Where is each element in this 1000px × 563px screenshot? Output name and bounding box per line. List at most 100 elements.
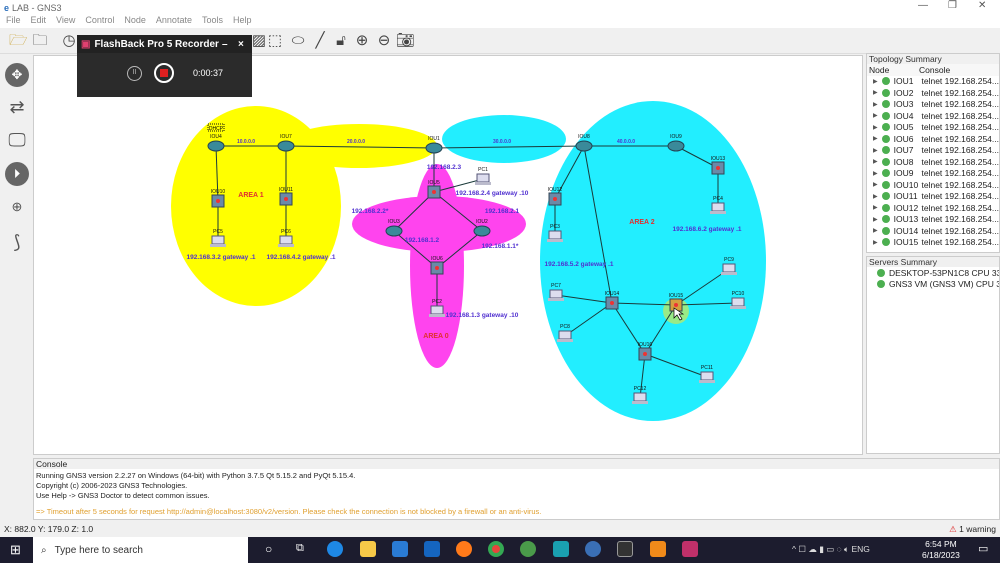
server-row[interactable]: GNS3 VM (GNS3 VM) CPU 3... [867, 279, 999, 291]
recorder-close[interactable]: × [238, 38, 244, 50]
link-IOU7-IOU1 [285, 145, 435, 149]
expand-arrow-icon[interactable]: ▶ [873, 159, 878, 166]
node-label: IOU12 [548, 187, 563, 193]
new-project-icon[interactable]: 🗁 [9, 32, 28, 49]
draw-ellipse-icon[interactable]: ⬭ [291, 32, 305, 49]
notifications-icon[interactable]: ▭ [978, 543, 989, 555]
expand-arrow-icon[interactable]: ▶ [873, 136, 878, 143]
link-IOU9-IOU13 [675, 145, 719, 169]
all-devices-icon[interactable]: ⊕ [11, 199, 23, 214]
app-icon[interactable] [553, 541, 569, 557]
expand-arrow-icon[interactable]: ▶ [873, 124, 878, 131]
expand-arrow-icon[interactable]: ▶ [873, 182, 878, 189]
col-node[interactable]: Node [869, 64, 890, 75]
security-devices-icon[interactable]: ⏵ [5, 162, 29, 186]
expand-arrow-icon[interactable]: ▶ [873, 113, 878, 120]
store-icon[interactable] [392, 541, 408, 557]
stop-record-button[interactable] [154, 63, 174, 83]
area-0-shape [352, 196, 526, 252]
expand-arrow-icon[interactable]: ▶ [873, 216, 878, 223]
node-label: IOU9 [670, 134, 682, 140]
menu-node[interactable]: Node [124, 15, 146, 25]
network-label: 192.168.2.4 gateway .10 [456, 190, 529, 197]
console-panel[interactable]: Console Running GNS3 version 2.2.27 on W… [33, 458, 1000, 520]
edge-icon[interactable] [327, 541, 343, 557]
chrome-icon[interactable] [488, 541, 504, 557]
file-explorer-icon[interactable] [360, 541, 376, 557]
gns3-icon[interactable] [585, 541, 601, 557]
cortana-icon[interactable]: ○ [265, 542, 273, 556]
expand-arrow-icon[interactable]: ▶ [873, 101, 878, 108]
draw-line-icon[interactable]: ╱ [315, 32, 325, 49]
lang[interactable]: ENG [851, 544, 870, 554]
warnings[interactable]: ⚠ 1 warning [949, 524, 996, 534]
task-view-icon[interactable]: ⧉ [296, 542, 304, 554]
menu-control[interactable]: Control [85, 15, 115, 25]
pause-button[interactable]: II [127, 66, 142, 81]
close-button[interactable]: ✕ [978, 0, 987, 11]
add-link-icon[interactable]: ⟆ [13, 232, 21, 252]
expand-arrow-icon[interactable]: ▶ [873, 78, 878, 85]
end-devices-icon[interactable]: 🖵︎ [8, 130, 26, 150]
expand-arrow-icon[interactable]: ▶ [873, 193, 878, 200]
network-label: 192.168.1.3 gateway .10 [446, 312, 519, 319]
open-project-icon[interactable]: 🗀 [32, 32, 48, 49]
server-row[interactable]: DESKTOP-53PN1C8 CPU 33... [867, 267, 999, 279]
draw-rectangle-icon[interactable]: ⬚ [267, 32, 283, 49]
expand-arrow-icon[interactable]: ▶ [873, 205, 878, 212]
app-icon[interactable] [650, 541, 666, 557]
firefox-icon[interactable] [456, 541, 472, 557]
menu-file[interactable]: File [6, 15, 21, 25]
expand-arrow-icon[interactable]: ▶ [873, 228, 878, 235]
taskbar-search[interactable]: ⌕Type here to search [33, 537, 248, 563]
pc-icon [475, 182, 491, 185]
eve-icon[interactable] [617, 541, 633, 557]
servers-summary-panel: Servers Summary DESKTOP-53PN1C8 CPU 33..… [866, 256, 1000, 454]
routers-icon[interactable]: ✥ [5, 63, 29, 87]
minimize-button[interactable]: — [918, 0, 928, 11]
flashback-icon[interactable] [682, 541, 698, 557]
menu-edit[interactable]: Edit [30, 15, 47, 25]
menu-annotate[interactable]: Annotate [155, 15, 192, 25]
zoom-in-icon[interactable]: ⊕ [355, 32, 369, 49]
expand-arrow-icon[interactable]: ▶ [873, 239, 878, 246]
menu-tools[interactable]: Tools [201, 15, 223, 25]
expand-arrow-icon[interactable]: ▶ [873, 170, 878, 177]
recorder-minimize[interactable]: – [222, 38, 228, 50]
menu-help[interactable]: Help [232, 15, 252, 25]
start-icon[interactable]: ⊞ [10, 542, 21, 557]
zoom-out-icon[interactable]: ⊖ [377, 32, 391, 49]
col-console[interactable]: Console [919, 64, 951, 75]
chrome-profile-icon[interactable] [520, 541, 536, 557]
snapshot-clock-icon[interactable]: ◷ [62, 32, 76, 49]
menu-view[interactable]: View [56, 15, 76, 25]
screenshot-icon[interactable]: 📷︎ [396, 32, 416, 49]
insert-image-icon[interactable]: ▨ [251, 32, 267, 49]
mail-icon[interactable] [424, 541, 440, 557]
expand-arrow-icon[interactable]: ▶ [873, 147, 878, 154]
expand-arrow-icon[interactable]: ▶ [873, 90, 878, 97]
switch-icon [216, 199, 220, 203]
area-label: AREA 0 [423, 333, 449, 340]
maximize-button[interactable]: ❐ [948, 0, 957, 11]
switches-icon[interactable]: ⇄ [9, 97, 25, 117]
lock-icon[interactable]: 🔓︎ [336, 32, 346, 49]
